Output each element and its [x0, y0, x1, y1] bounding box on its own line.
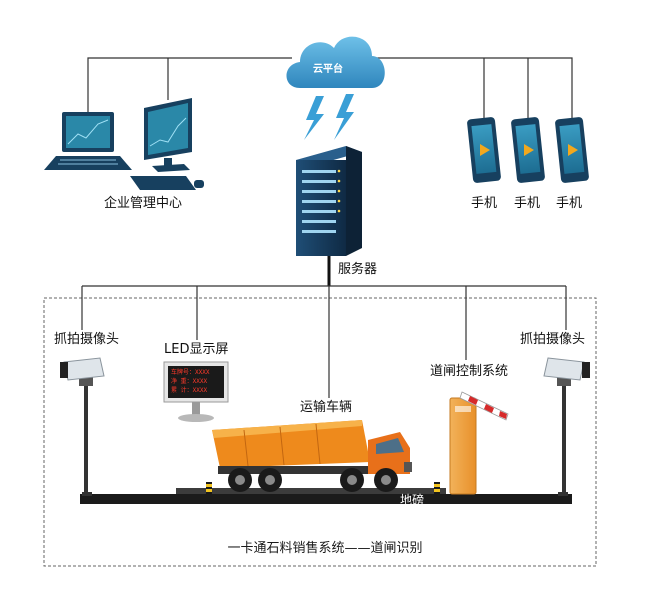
- phone-icon: [467, 117, 501, 183]
- server-label: 服务器: [338, 262, 378, 277]
- led-screen-label: LED显示屏: [164, 342, 229, 357]
- phone-icon: [555, 117, 589, 183]
- site-boundary: [43, 297, 597, 567]
- ground-line: [80, 494, 572, 504]
- led-row: 车牌号：XXXX: [171, 369, 210, 376]
- lightning-icon: [304, 94, 354, 140]
- phone-label: 手机: [514, 196, 541, 211]
- bollard-icon: [206, 482, 212, 494]
- camera-right-label: 抓拍摄像头: [520, 332, 586, 347]
- camera-right-icon: [543, 357, 590, 496]
- led-row: 累 计：XXXX: [171, 387, 208, 394]
- desktop-monitor-icon: [130, 98, 204, 190]
- led-screen-icon: [163, 361, 229, 422]
- phone-label: 手机: [471, 196, 498, 211]
- enterprise-center-label: 企业管理中心: [104, 196, 183, 211]
- dump-truck-icon: [212, 420, 412, 492]
- barrier-gate-icon: [449, 391, 509, 495]
- weighbridge-platform: [176, 488, 446, 494]
- diagram-caption: 一卡通石料销售系统——道闸识别: [227, 541, 423, 556]
- laptop-icon: [44, 112, 132, 170]
- truck-label: 运输车辆: [300, 400, 353, 415]
- site-bus-lines: [81, 285, 567, 398]
- cloud-platform-label: 云平台: [313, 64, 343, 75]
- phone-label: 手机: [556, 196, 583, 211]
- camera-left-label: 抓拍摄像头: [54, 332, 120, 347]
- gate-control-label: 道闸控制系统: [430, 364, 509, 379]
- bollard-icon: [434, 482, 440, 494]
- led-row: 净 重：XXXX: [171, 378, 208, 385]
- cloud-platform-icon: [286, 36, 385, 88]
- phone-icon: [511, 117, 545, 183]
- server-icon: [296, 146, 362, 256]
- weighbridge-label: 地磅: [400, 493, 425, 507]
- camera-left-icon: [60, 357, 105, 496]
